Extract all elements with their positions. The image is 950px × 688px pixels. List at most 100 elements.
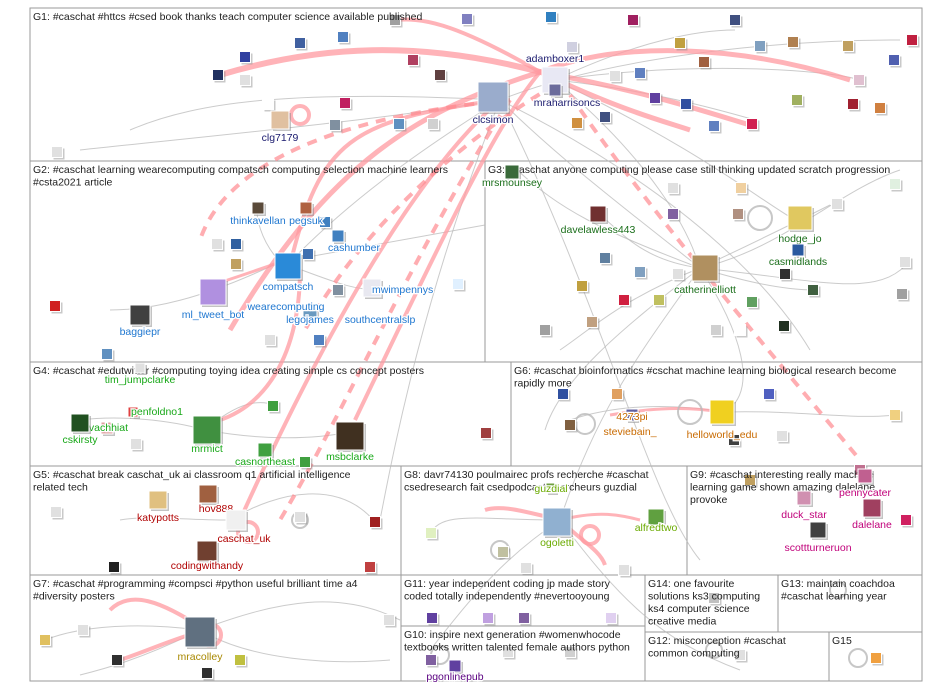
node-hodge-jo[interactable]: hodge_jo [777, 205, 823, 246]
avatar-node[interactable] [776, 430, 788, 442]
node-mrsmounsey[interactable]: mrsmounsey [481, 164, 544, 190]
avatar-node[interactable] [779, 268, 791, 280]
node-katypotts[interactable]: katypotts [136, 490, 180, 525]
avatar-node[interactable] [732, 208, 744, 220]
avatar-node[interactable] [319, 216, 331, 228]
avatar-node[interactable] [545, 11, 557, 23]
avatar-node[interactable] [899, 256, 911, 268]
avatar-node[interactable] [586, 316, 598, 328]
avatar-node[interactable] [111, 654, 123, 666]
avatar-node[interactable] [618, 564, 630, 576]
avatar-node[interactable] [425, 527, 437, 539]
avatar-node[interactable] [653, 294, 665, 306]
avatar-node[interactable] [708, 592, 720, 604]
avatar-node[interactable] [234, 654, 246, 666]
avatar-node[interactable] [847, 98, 859, 110]
avatar-node[interactable] [332, 284, 344, 296]
avatar-node[interactable] [874, 102, 886, 114]
node-adamboxer1[interactable]: adamboxer1 [525, 52, 586, 95]
node-alfredtwo[interactable]: alfredtwo [633, 508, 679, 535]
node-steviebain-[interactable]: steviebain_ [602, 425, 658, 440]
node-4273pi[interactable]: 4273pi [615, 408, 649, 424]
avatar-node[interactable] [842, 40, 854, 52]
avatar-node[interactable] [407, 54, 419, 66]
avatar-node[interactable] [339, 97, 351, 109]
avatar-node[interactable] [239, 74, 251, 86]
avatar-node[interactable] [564, 419, 576, 431]
avatar-node[interactable] [896, 288, 908, 300]
avatar-node[interactable] [564, 646, 576, 658]
avatar-node[interactable] [618, 294, 630, 306]
avatar-node[interactable] [906, 34, 918, 46]
avatar-node[interactable] [299, 456, 311, 468]
avatar-node[interactable] [520, 562, 532, 574]
avatar-node[interactable] [230, 238, 242, 250]
node-mracolley[interactable]: mracolley [176, 616, 224, 664]
node-caschat-uk[interactable]: caschat_uk [216, 509, 273, 546]
avatar-node[interactable] [393, 118, 405, 130]
avatar-node[interactable] [734, 649, 746, 661]
node-pgonlinepub[interactable]: pgonlinepub [425, 659, 485, 684]
avatar-node[interactable] [599, 252, 611, 264]
avatar-node[interactable] [101, 348, 113, 360]
node-ml-tweet-bot[interactable]: ml_tweet_bot [181, 278, 246, 322]
avatar-node[interactable] [672, 268, 684, 280]
avatar-node[interactable] [634, 67, 646, 79]
avatar-node[interactable] [734, 324, 746, 336]
avatar-node[interactable] [627, 14, 639, 26]
avatar-node[interactable] [369, 516, 381, 528]
avatar-node[interactable] [518, 612, 530, 624]
node-clg7179[interactable]: clg7179 [260, 110, 300, 145]
avatar-node[interactable] [201, 667, 213, 679]
avatar-node[interactable] [698, 56, 710, 68]
avatar-node[interactable] [211, 238, 223, 250]
avatar-node[interactable] [230, 258, 242, 270]
avatar-node[interactable] [294, 37, 306, 49]
node-penfoldno1[interactable]: penfoldno1 [127, 405, 184, 419]
node-hov888[interactable]: hov888 [198, 484, 235, 516]
avatar-node[interactable] [611, 388, 623, 400]
avatar-node[interactable] [791, 94, 803, 106]
avatar-node[interactable] [434, 69, 446, 81]
avatar-node[interactable] [364, 561, 376, 573]
avatar-node[interactable] [744, 474, 756, 486]
avatar-node[interactable] [746, 296, 758, 308]
avatar-node[interactable] [763, 388, 775, 400]
avatar-node[interactable] [39, 634, 51, 646]
avatar-node[interactable] [746, 118, 758, 130]
avatar-node[interactable] [667, 208, 679, 220]
avatar-node[interactable] [870, 652, 882, 664]
avatar-node[interactable] [754, 40, 766, 52]
avatar-node[interactable] [680, 98, 692, 110]
avatar-node[interactable] [50, 506, 62, 518]
avatar-node[interactable] [264, 334, 276, 346]
avatar-node[interactable] [389, 14, 401, 26]
node-fvachhiat[interactable]: fvachhiat [85, 421, 129, 436]
node-casnortheast[interactable]: casnortheast [234, 442, 296, 469]
avatar-node[interactable] [807, 284, 819, 296]
node-dalelane[interactable]: dalelane [851, 498, 893, 532]
avatar-node[interactable] [889, 178, 901, 190]
avatar-node[interactable] [51, 146, 63, 158]
avatar-node[interactable] [729, 14, 741, 26]
avatar-node[interactable] [539, 324, 551, 336]
node-duck-star[interactable]: duck_star [780, 490, 829, 522]
avatar-node[interactable] [566, 41, 578, 53]
node-catherinelliott[interactable]: catherinelliott [673, 254, 737, 297]
node-southcentralslp[interactable]: southcentralslp [343, 313, 416, 328]
avatar-node[interactable] [605, 612, 617, 624]
avatar-node[interactable] [728, 434, 740, 446]
node-guzdial[interactable]: guzdial [533, 482, 569, 497]
avatar-node[interactable] [77, 624, 89, 636]
node-baggiepr[interactable]: baggiepr [118, 304, 162, 339]
node-clcsimon[interactable]: clcsimon [471, 81, 515, 127]
node-mraharrisoncs[interactable]: mraharrisoncs [532, 83, 602, 110]
node-mwimpennys[interactable]: mwimpennys [362, 278, 435, 299]
node-wearecomputing[interactable]: wearecomputing [245, 300, 326, 315]
node-compatsch[interactable]: compatsch [261, 252, 315, 294]
avatar-node[interactable] [426, 612, 438, 624]
node-cskirsty[interactable]: cskirsty [61, 413, 99, 447]
avatar-node[interactable] [557, 388, 569, 400]
avatar-node[interactable] [482, 612, 494, 624]
avatar-node[interactable] [599, 111, 611, 123]
